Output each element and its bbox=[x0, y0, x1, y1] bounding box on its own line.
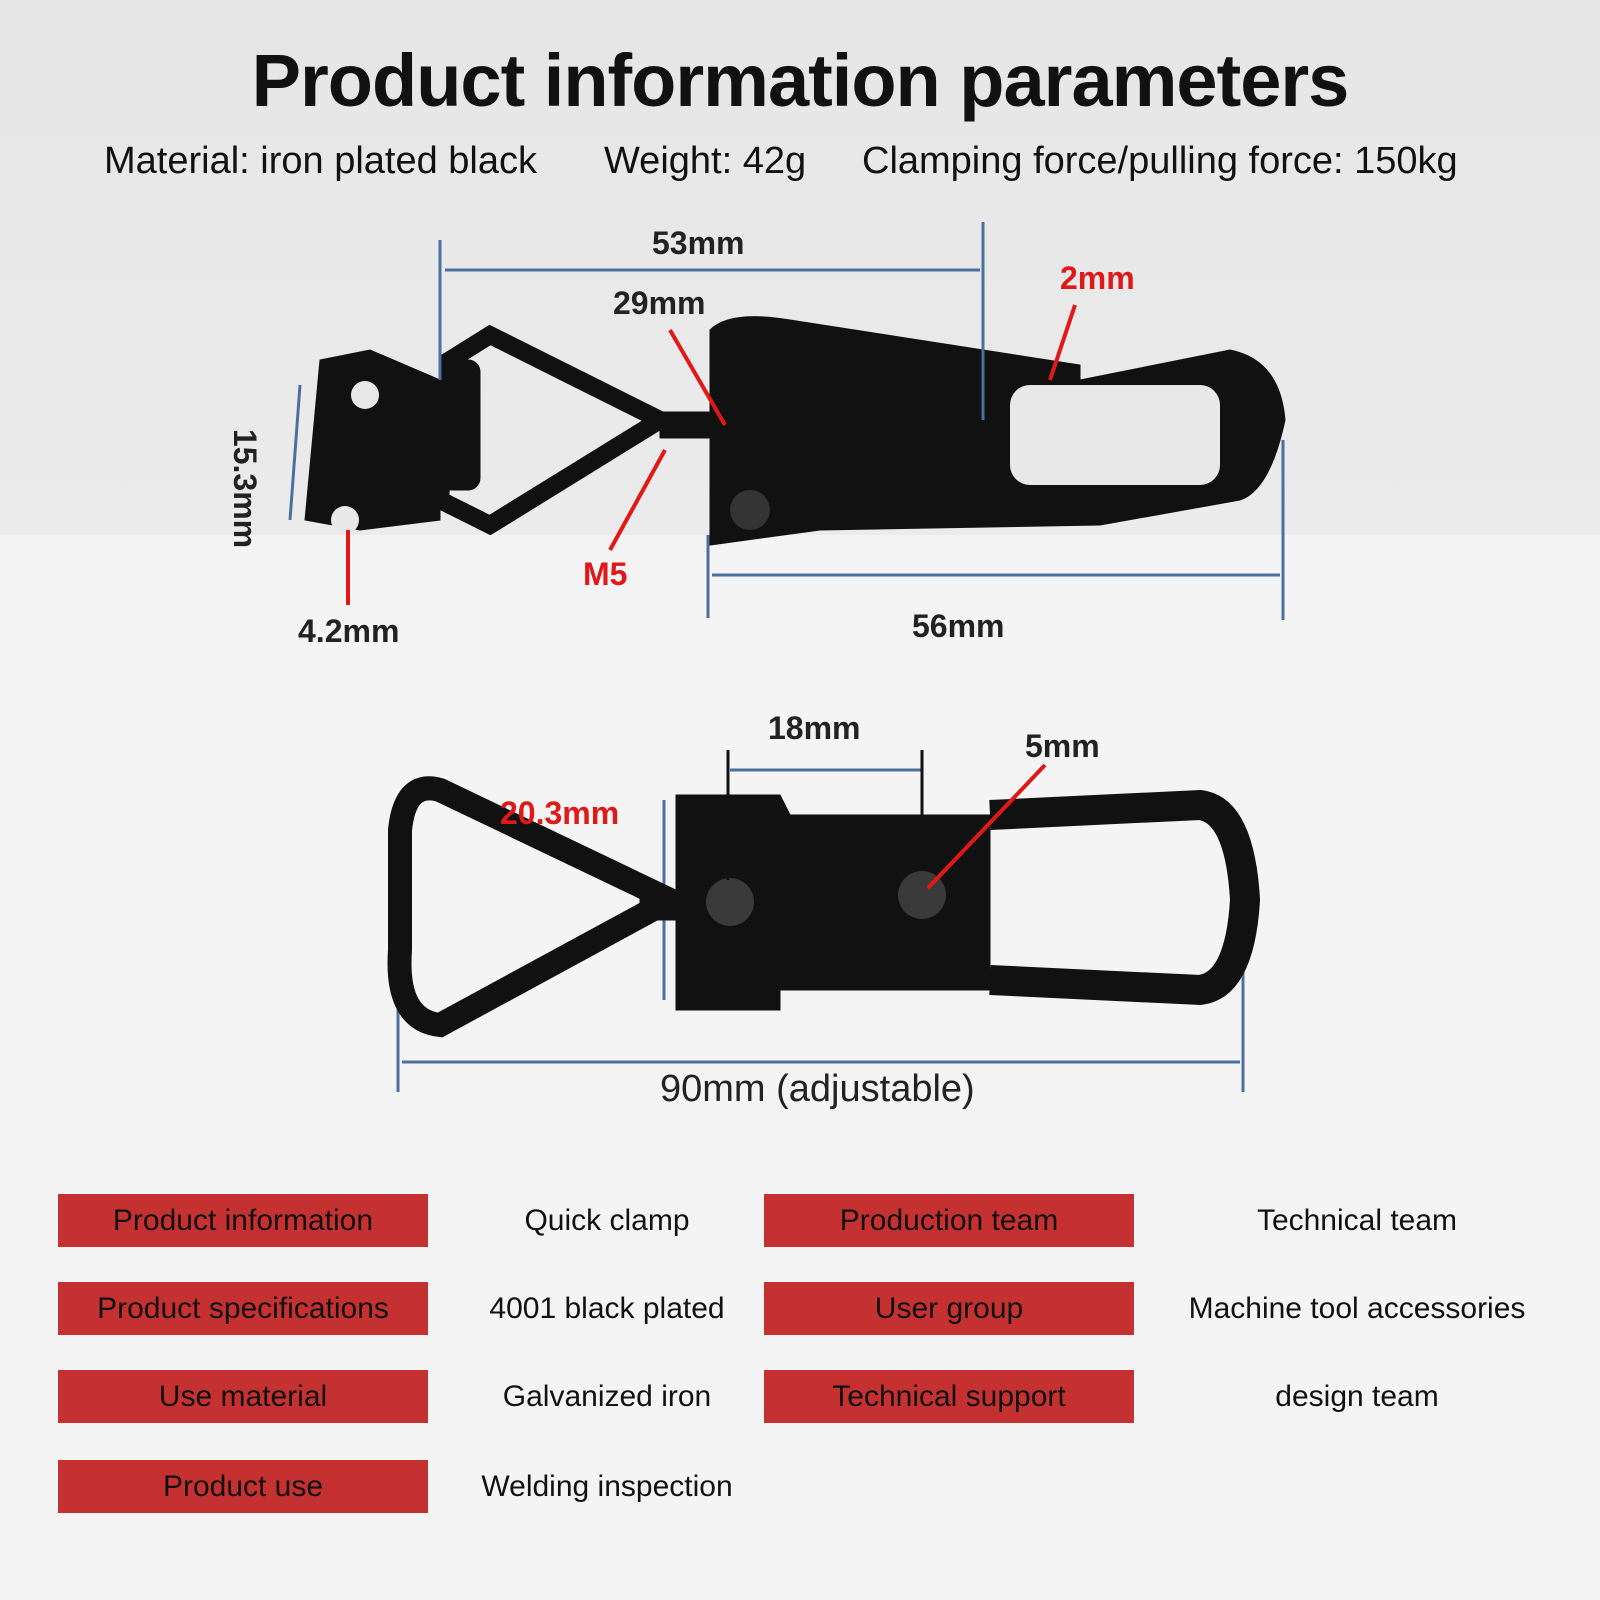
red-arrows bbox=[346, 304, 1077, 890]
table-label: Technical support bbox=[764, 1370, 1134, 1423]
table-value: Quick clamp bbox=[524, 1203, 690, 1237]
dim-20-3mm: 20.3mm bbox=[500, 795, 620, 831]
spec-weight: Weight: 42g bbox=[604, 140, 807, 182]
spec-material: Material: iron plated black bbox=[104, 140, 537, 182]
table-label: Product use bbox=[58, 1460, 428, 1513]
dim-29mm: 29mm bbox=[613, 285, 706, 321]
top-view-clamp bbox=[387, 776, 1261, 1038]
page-title: Product information parameters bbox=[251, 39, 1350, 122]
table-value: Technical team bbox=[1256, 1203, 1458, 1237]
table-value: Machine tool accessories bbox=[1188, 1291, 1526, 1325]
ext-lines bbox=[726, 750, 924, 880]
table-value: 4001 black plated bbox=[489, 1291, 725, 1325]
table-label: User group bbox=[764, 1282, 1134, 1335]
table-label: Use material bbox=[58, 1370, 428, 1423]
dim-m5: M5 bbox=[583, 556, 628, 592]
side-view-clamp bbox=[304, 316, 1286, 546]
table-label: Product information bbox=[58, 1194, 428, 1247]
spec-force: Clamping force/pulling force: 150kg bbox=[862, 140, 1458, 182]
dim-53mm: 53mm bbox=[652, 225, 745, 261]
dimension-lines bbox=[288, 222, 1285, 1092]
dim-90mm: 90mm (adjustable) bbox=[660, 1068, 975, 1110]
dim-15-3mm: 15.3mm bbox=[227, 428, 264, 549]
dim-4-2mm: 4.2mm bbox=[298, 613, 400, 649]
clamp-illustration bbox=[288, 222, 1286, 1092]
table-value: design team bbox=[1275, 1379, 1439, 1413]
table-label: Production team bbox=[764, 1194, 1134, 1247]
dim-56mm: 56mm bbox=[912, 608, 1005, 644]
dim-18mm: 18mm bbox=[768, 710, 861, 746]
dim-5mm: 5mm bbox=[1025, 728, 1100, 764]
table-value: Welding inspection bbox=[481, 1469, 733, 1503]
table-label: Product specifications bbox=[58, 1282, 428, 1335]
table-value: Galvanized iron bbox=[502, 1379, 712, 1413]
dim-2mm: 2mm bbox=[1060, 260, 1135, 296]
